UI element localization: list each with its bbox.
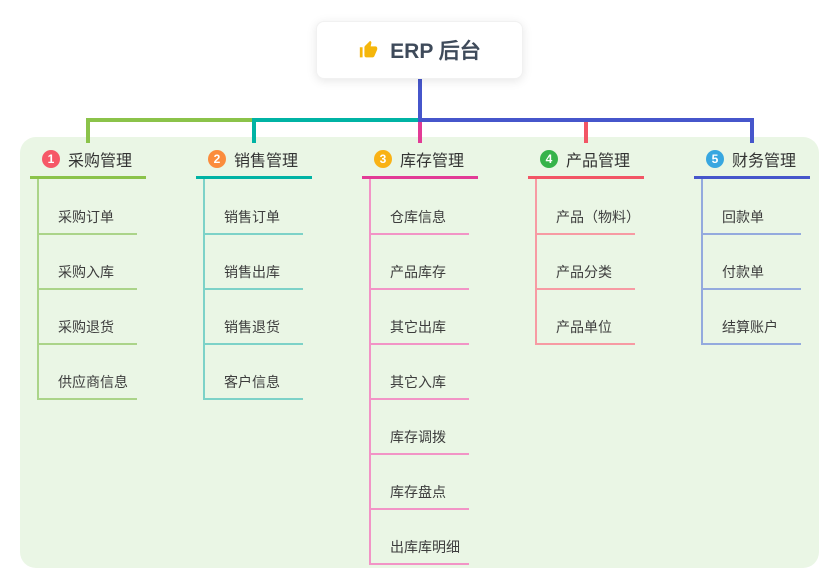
child-node[interactable]: 客户信息: [203, 368, 303, 400]
child-node-label: 结算账户: [722, 319, 778, 335]
child-node-label: 销售订单: [224, 209, 280, 225]
root-node[interactable]: ERP 后台: [316, 21, 523, 79]
child-node-label: 仓库信息: [390, 209, 446, 225]
child-node[interactable]: 产品分类: [535, 258, 635, 290]
branch-connector-drop: [584, 118, 588, 143]
branch-label: 财务管理: [732, 152, 797, 170]
child-node[interactable]: 采购入库: [37, 258, 137, 290]
child-node[interactable]: 产品单位: [535, 313, 635, 345]
branch-header[interactable]: 4 产品管理: [528, 143, 644, 179]
child-node-label: 其它出库: [390, 319, 446, 335]
child-node[interactable]: 采购订单: [37, 203, 137, 235]
child-node-label: 供应商信息: [58, 374, 128, 390]
child-node[interactable]: 供应商信息: [37, 368, 137, 400]
branch-header[interactable]: 1 采购管理: [30, 143, 146, 179]
branch-label: 库存管理: [400, 152, 465, 170]
branch-connector-drop: [418, 118, 422, 143]
child-node[interactable]: 回款单: [701, 203, 801, 235]
child-node-label: 采购入库: [58, 264, 114, 280]
child-node-label: 产品分类: [556, 264, 612, 280]
branch-connector-drop: [750, 118, 754, 143]
child-node-label: 产品（物料）: [556, 209, 640, 225]
child-node-label: 库存盘点: [390, 484, 446, 500]
child-node[interactable]: 销售订单: [203, 203, 303, 235]
child-node[interactable]: 仓库信息: [369, 203, 469, 235]
child-node-label: 其它入库: [390, 374, 446, 390]
branch-connector-drop: [252, 118, 256, 143]
child-node[interactable]: 采购退货: [37, 313, 137, 345]
branch-number-badge: 4: [540, 149, 558, 168]
branch-number-badge: 5: [706, 149, 724, 168]
child-node[interactable]: 销售出库: [203, 258, 303, 290]
child-node-label: 销售出库: [224, 264, 280, 280]
child-node[interactable]: 销售退货: [203, 313, 303, 345]
children-connector: [701, 179, 703, 345]
child-node-label: 客户信息: [224, 374, 280, 390]
child-node[interactable]: 库存盘点: [369, 478, 469, 510]
children-connector: [535, 179, 537, 345]
child-node[interactable]: 产品库存: [369, 258, 469, 290]
child-node[interactable]: 库存调拨: [369, 423, 469, 455]
branch-header[interactable]: 5 财务管理: [694, 143, 810, 179]
branch-number-badge: 1: [42, 149, 60, 168]
child-node[interactable]: 结算账户: [701, 313, 801, 345]
child-node-label: 销售退货: [224, 319, 280, 335]
child-node[interactable]: 付款单: [701, 258, 801, 290]
thumbs-up-icon: [358, 39, 380, 61]
child-node-label: 付款单: [722, 264, 764, 280]
children-connector: [369, 179, 371, 565]
branch-connector-drop: [86, 118, 90, 143]
child-node-label: 出库库明细: [390, 539, 460, 555]
bus-segment: [418, 118, 754, 122]
branch-label: 采购管理: [68, 152, 133, 170]
branch-header[interactable]: 3 库存管理: [362, 143, 478, 179]
child-node-label: 产品单位: [556, 319, 612, 335]
branch-label: 销售管理: [234, 152, 299, 170]
root-node-title: ERP 后台: [390, 40, 481, 63]
root-connector-stem: [418, 79, 422, 122]
branch-header[interactable]: 2 销售管理: [196, 143, 312, 179]
child-node-label: 回款单: [722, 209, 764, 225]
child-node[interactable]: 其它入库: [369, 368, 469, 400]
branches-panel: [20, 137, 819, 568]
child-node[interactable]: 产品（物料）: [535, 203, 640, 235]
bus-segment: [254, 118, 418, 122]
child-node-label: 采购订单: [58, 209, 114, 225]
bus-segment: [86, 118, 252, 122]
child-node-label: 采购退货: [58, 319, 114, 335]
branch-number-badge: 2: [208, 149, 226, 168]
branch-number-badge: 3: [374, 149, 392, 168]
child-node[interactable]: 出库库明细: [369, 533, 469, 565]
branch-label: 产品管理: [566, 152, 631, 170]
child-node-label: 产品库存: [390, 264, 446, 280]
child-node-label: 库存调拨: [390, 429, 446, 445]
child-node[interactable]: 其它出库: [369, 313, 469, 345]
